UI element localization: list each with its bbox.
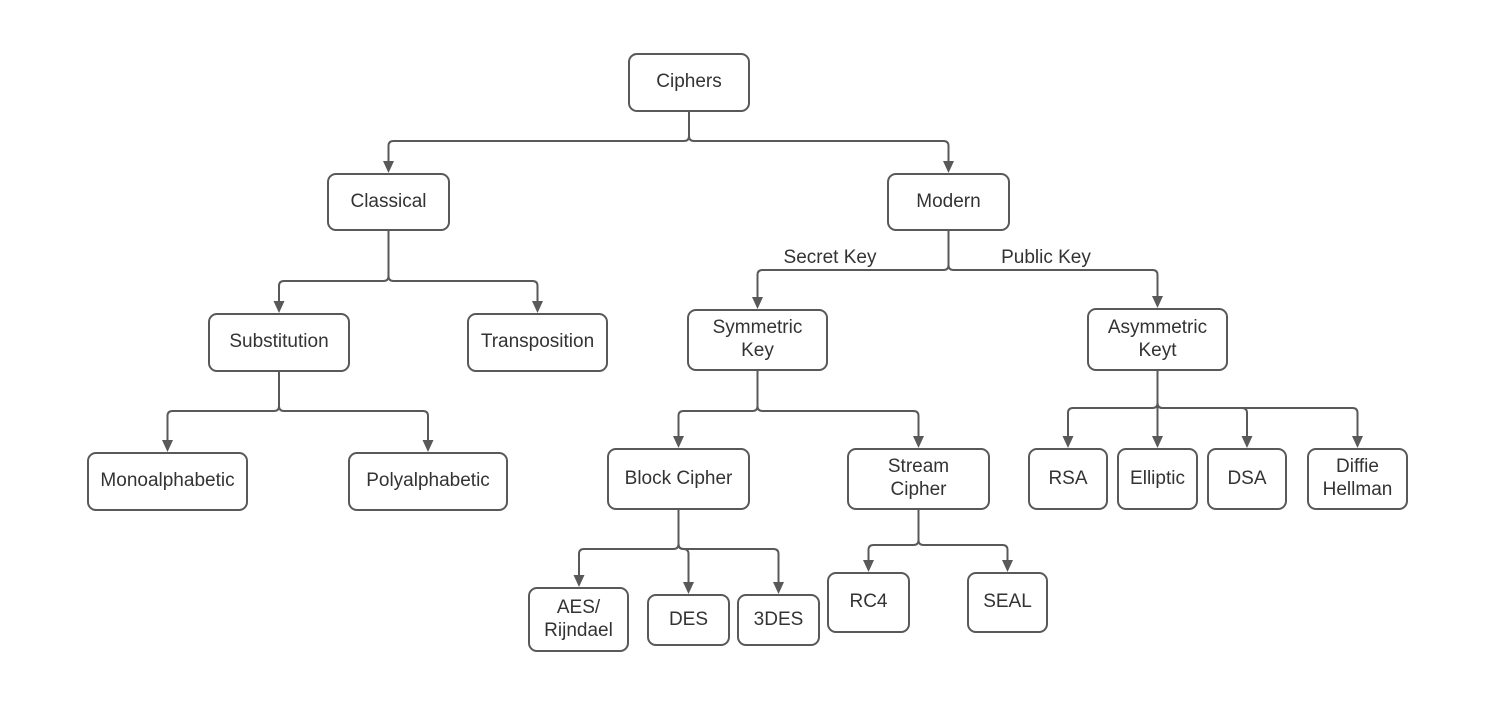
edge-ciphers-modern (688, 111, 950, 162)
arrowhead-des (683, 582, 694, 594)
edge-stream-seal (917, 509, 1009, 561)
node-asymmetric-key[interactable]: Asymmetric Keyt (1087, 308, 1228, 371)
node-symmetric-key[interactable]: Symmetric Key (687, 309, 828, 371)
edge-symmetric-block (677, 370, 759, 437)
arrowhead-polyalphabetic (422, 440, 434, 452)
arrowhead-symmetric (752, 297, 763, 309)
arrowhead-classical (383, 161, 394, 173)
arrowhead-transposition (532, 301, 543, 313)
edge-label-secret-key: Secret Key (784, 247, 877, 268)
arrowhead-block (673, 436, 684, 448)
edge-asymmetric-dsa (1156, 370, 1248, 437)
node-modern[interactable]: Modern (887, 173, 1010, 231)
edge-substitution-polyalphabetic (278, 371, 429, 441)
node-3des[interactable]: 3DES (737, 594, 820, 646)
arrowhead-3des (773, 582, 784, 594)
arrowhead-dsa (1241, 436, 1253, 448)
arrowhead-seal (1002, 560, 1013, 572)
node-dsa[interactable]: DSA (1207, 448, 1287, 510)
edge-classical-substitution (278, 230, 390, 302)
edge-symmetric-stream (756, 370, 920, 437)
edge-ciphers-classical (387, 111, 690, 162)
edge-substitution-monoalphabetic (166, 371, 280, 441)
arrowhead-stream (913, 436, 924, 448)
node-transposition[interactable]: Transposition (467, 313, 608, 372)
arrowhead-asymmetric (1152, 296, 1163, 308)
arrowhead-rsa (1062, 436, 1074, 448)
edge-asymmetric-diffie (1156, 370, 1359, 437)
edge-stream-rc4 (867, 509, 920, 561)
node-rc4[interactable]: RC4 (827, 572, 910, 633)
edge-asymmetric-rsa (1067, 370, 1159, 437)
arrowhead-diffie (1352, 436, 1363, 448)
node-substitution[interactable]: Substitution (208, 313, 350, 372)
edge-modern-asymmetric (947, 230, 1159, 297)
edge-block-des (677, 509, 690, 583)
node-polyalphabetic[interactable]: Polyalphabetic (348, 452, 508, 511)
node-des[interactable]: DES (647, 594, 730, 646)
node-block-cipher[interactable]: Block Cipher (607, 448, 750, 510)
arrowhead-monoalphabetic (162, 440, 173, 452)
node-elliptic[interactable]: Elliptic (1117, 448, 1198, 510)
node-stream-cipher[interactable]: Stream Cipher (847, 448, 990, 510)
edge-label-public-key: Public Key (1001, 247, 1091, 268)
node-seal[interactable]: SEAL (967, 572, 1048, 633)
node-classical[interactable]: Classical (327, 173, 450, 231)
arrowhead-substitution (273, 301, 285, 313)
edge-classical-transposition (387, 230, 539, 302)
arrowhead-elliptic (1152, 436, 1163, 448)
node-aes-rijndael[interactable]: AES/ Rijndael (528, 587, 629, 652)
node-monoalphabetic[interactable]: Monoalphabetic (87, 452, 248, 511)
node-rsa[interactable]: RSA (1028, 448, 1108, 510)
node-ciphers[interactable]: Ciphers (628, 53, 750, 112)
arrowhead-rc4 (863, 560, 874, 572)
edge-block-3des (677, 509, 780, 583)
arrowhead-aes (573, 575, 585, 587)
edge-block-aes (578, 509, 680, 576)
node-diffie-hellman[interactable]: Diffie Hellman (1307, 448, 1408, 510)
arrowhead-modern (943, 161, 954, 173)
